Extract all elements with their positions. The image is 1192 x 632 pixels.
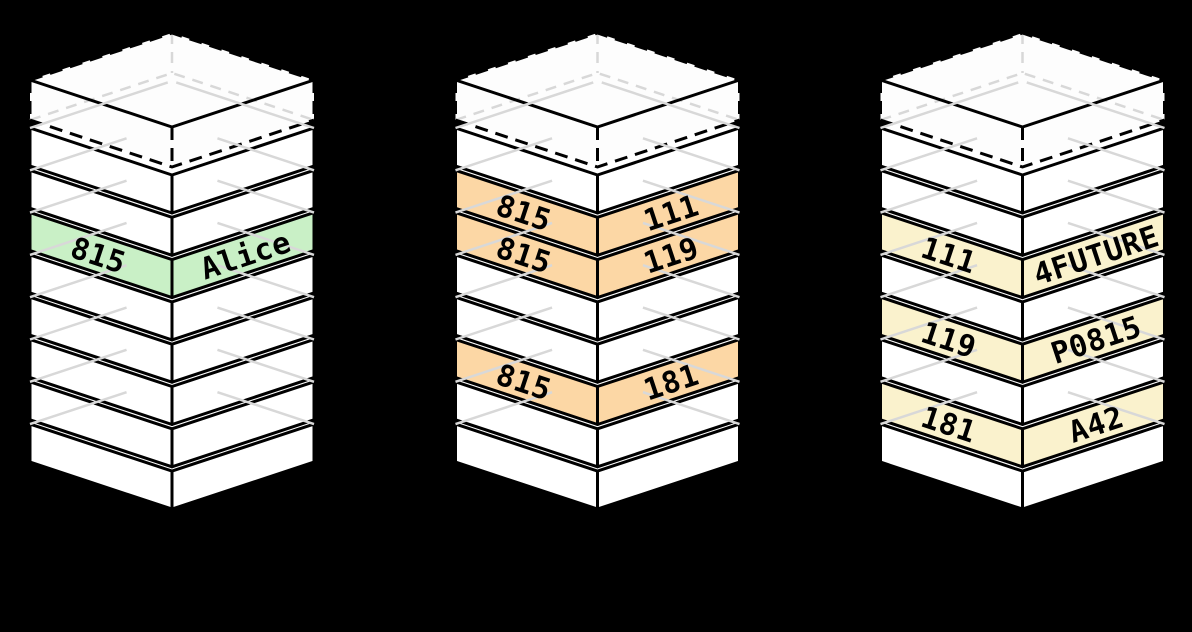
left-stack-ghost-layer-hidden-edges [29, 33, 315, 122]
left-stack-layer-7-hidden-edges [29, 348, 315, 383]
left-stack-ghost-layer-dashed-edges [28, 31, 316, 169]
right-stack-layer-8-hidden-edges [880, 390, 1165, 426]
middle-stack-ghost-layer-face-1 [455, 80, 598, 167]
middle-stack-layer-3-hidden-edges [455, 179, 740, 214]
left-stack-layer-3-hidden-edges [29, 179, 315, 214]
right-stack-layer-4-hidden-edges [880, 221, 1165, 257]
right-stack-layer-3-hidden-edges [880, 179, 1165, 214]
right-stack-ghost-layer-face-1 [880, 80, 1023, 167]
right-stack-layer-2-hidden-edges [880, 137, 1165, 172]
middle-stack-layer-1-hidden-edges [455, 81, 740, 130]
left-stack-ghost-layer-face-2 [172, 80, 314, 167]
middle-stack-layer-2-hidden-edges [455, 137, 740, 172]
left-stack-layer-8-hidden-edges [29, 390, 315, 426]
right-stack-ghost-layer-dashed-edges [879, 31, 1166, 169]
right-stack-layer-5-hidden-edges [880, 264, 1165, 299]
middle-stack-ghost-layer-dashed-edges [454, 31, 741, 169]
middle-stack-ghost-layer-face-2 [597, 80, 740, 167]
right-stack-ghost-layer-face-2 [1022, 80, 1165, 167]
right-stack-ghost-layer-hidden-edges [880, 33, 1165, 122]
right-stack-layer-4-right-face [1021, 253, 1166, 342]
right-stack-layer-7-hidden-edges [880, 348, 1165, 383]
left-stack-layer-4-right-face [170, 253, 316, 342]
left-stack-layer-4-hidden-edges [29, 221, 315, 257]
middle-stack-layer-4-right-face [596, 253, 741, 342]
middle-stack-layer-5-hidden-edges [455, 264, 740, 299]
left-stack-layer-5-hidden-edges [29, 264, 315, 299]
left-stack-layer-2-hidden-edges [29, 137, 315, 172]
left-stack-layer-6-hidden-edges [29, 306, 315, 341]
middle-stack-layer-6-hidden-edges [455, 306, 740, 341]
middle-stack-ghost-layer-hidden-edges [455, 33, 740, 122]
right-stack-layer-6-hidden-edges [880, 306, 1165, 341]
left-stack-layer-1-hidden-edges [29, 81, 315, 130]
right-stack-layer-1-hidden-edges [880, 81, 1165, 130]
middle-stack-layer-7-hidden-edges [455, 348, 740, 383]
middle-stack-layer-8-hidden-edges [455, 390, 740, 426]
left-stack-ghost-layer-face-1 [30, 80, 172, 167]
middle-stack-layer-4-hidden-edges [455, 221, 740, 257]
